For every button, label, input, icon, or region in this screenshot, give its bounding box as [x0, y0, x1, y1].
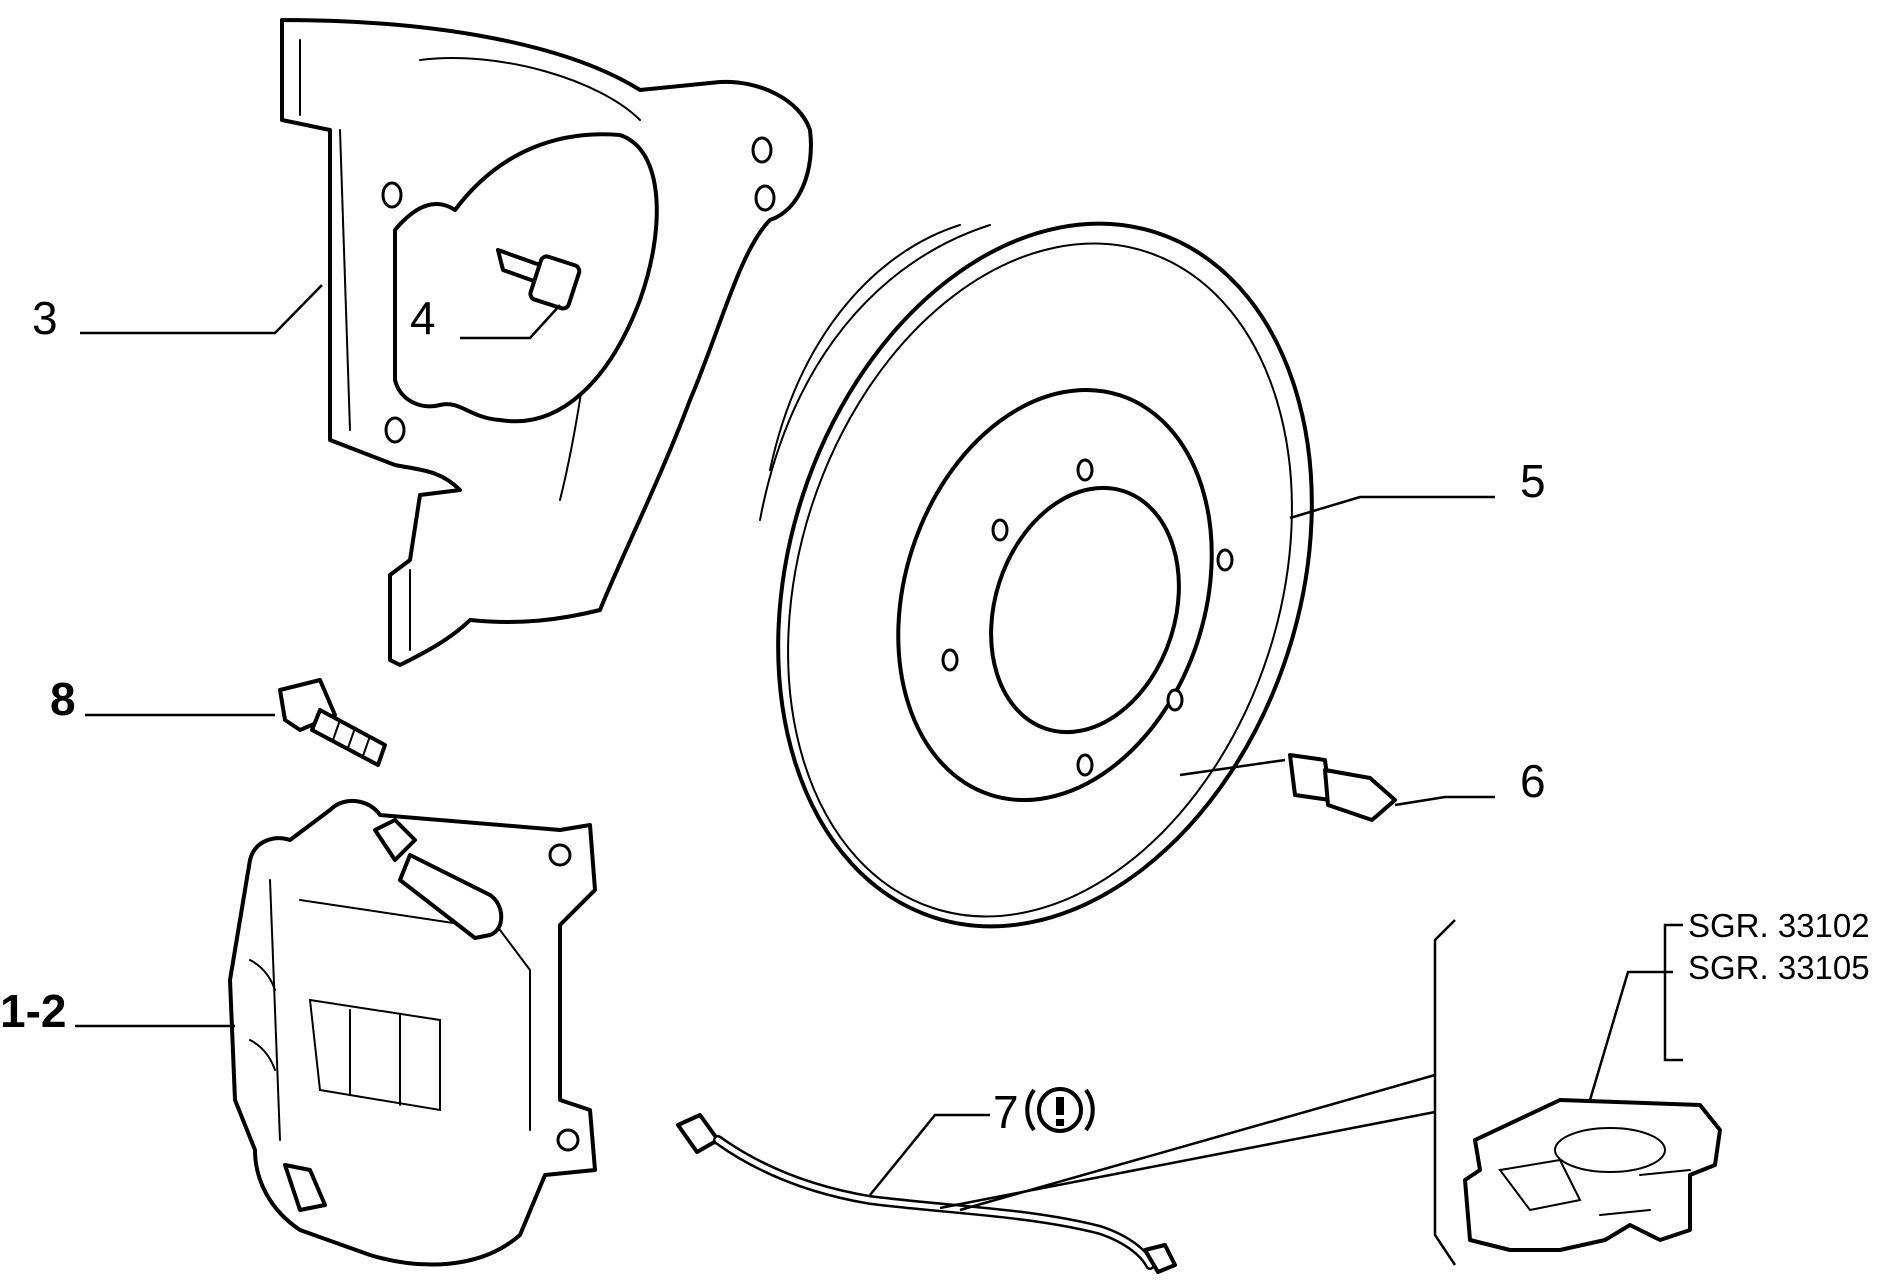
callout-3: 3	[32, 292, 58, 344]
connector-detail	[1433, 919, 1722, 1266]
leader-lines	[75, 284, 1683, 1196]
callout-4: 4	[410, 292, 436, 344]
reference-line-1: SGR. 33102	[1688, 907, 1870, 944]
reference-line-2: SGR. 33105	[1688, 949, 1870, 986]
part-3-dust-shield	[280, 18, 813, 667]
part-6-locating-pin	[1288, 753, 1397, 822]
part-5-brake-disc	[759, 221, 1314, 929]
callout-1-2: 1-2	[0, 985, 66, 1037]
callout-5: 5	[1520, 455, 1546, 507]
part-7-wear-sensor-wire	[676, 1073, 1436, 1274]
part-8-caliper-bolt	[278, 678, 387, 767]
part-1-2-brake-caliper	[228, 798, 597, 1267]
callout-6: 6	[1520, 755, 1546, 807]
part-4-bolt	[496, 248, 582, 311]
callout-7: 7	[993, 1086, 1019, 1138]
warning-icon	[1025, 1087, 1095, 1133]
callout-8: 8	[50, 673, 76, 725]
